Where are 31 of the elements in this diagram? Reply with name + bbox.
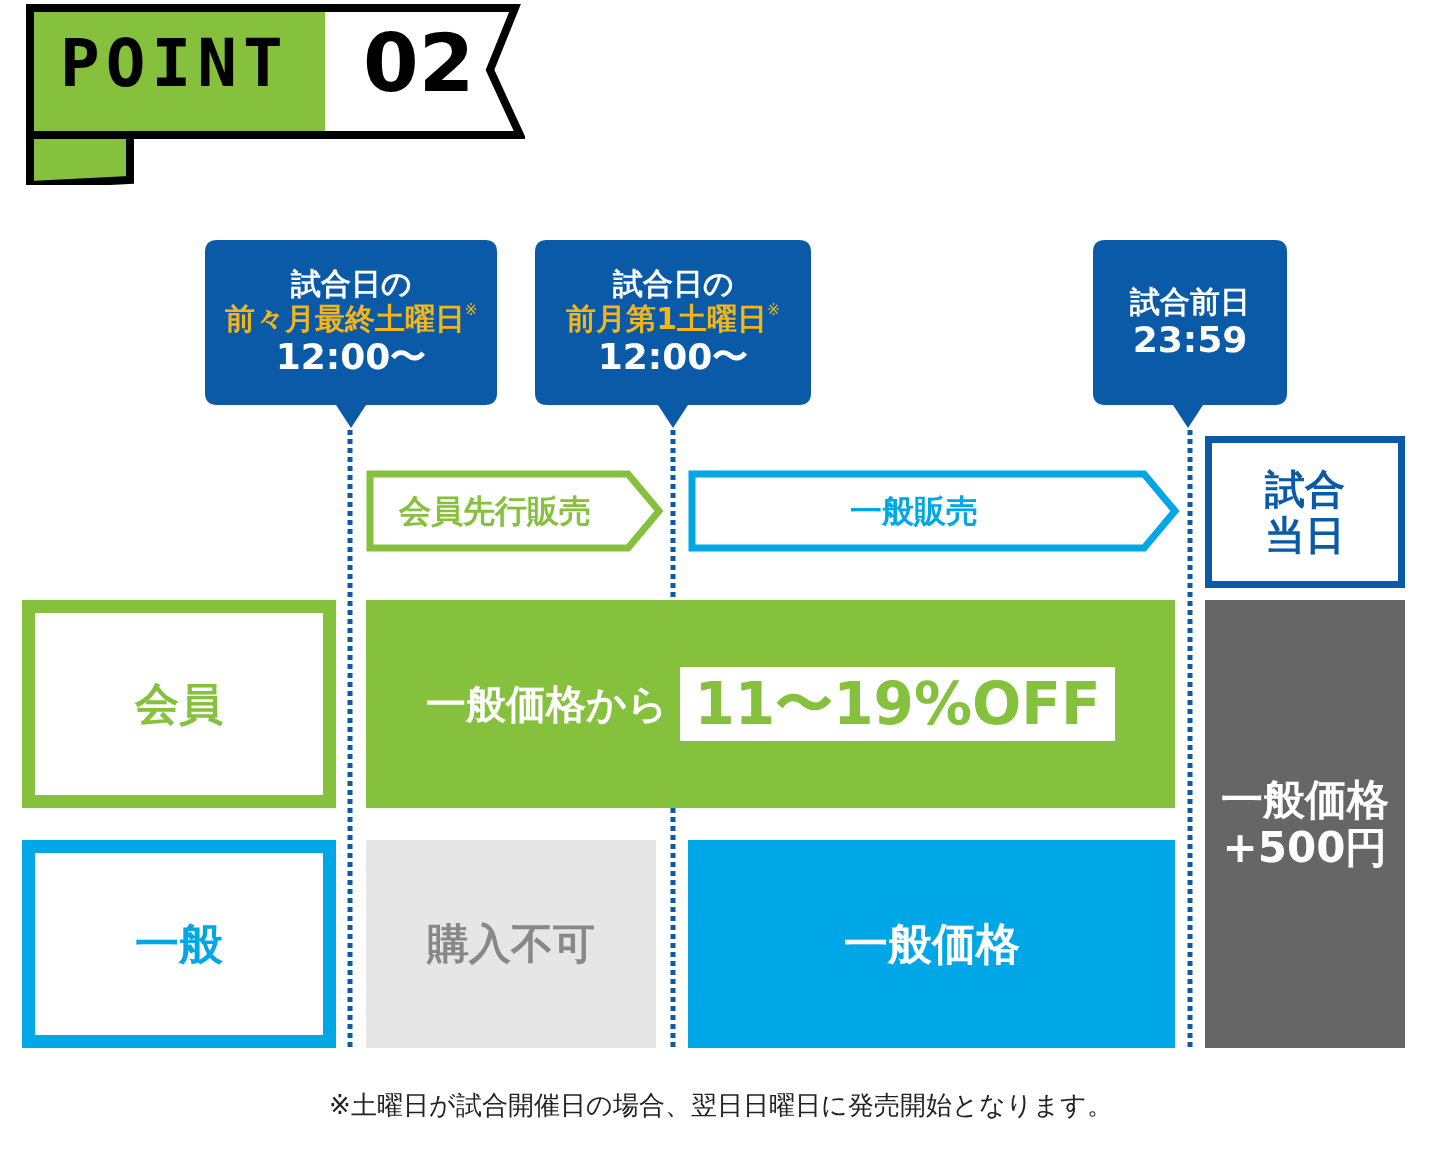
- footnote: ※土曜日が試合開催日の場合、翌日日曜日に発売開始となります。: [328, 1089, 1114, 1122]
- row-header-box: [22, 840, 336, 1048]
- row-label: 会員: [135, 678, 223, 730]
- period-label: 一般販売: [850, 492, 978, 530]
- date-callout: [1093, 240, 1287, 430]
- price-text: 一般価格: [843, 918, 1020, 970]
- price-text: 購入不可: [427, 919, 595, 969]
- row-header-box: [22, 600, 336, 808]
- row-label: 一般: [135, 918, 223, 970]
- discount-price-bar: [366, 600, 1175, 808]
- callout-text: 試合前日: [1130, 284, 1250, 320]
- callout-text: 前月第1土曜日$^{※}$: [566, 301, 780, 337]
- callout-text: 試合日の: [612, 267, 734, 302]
- callout-text: 12:00〜: [597, 336, 749, 378]
- period-label: 会員先行販売: [399, 492, 591, 530]
- callout-text: 23:59: [1132, 319, 1248, 361]
- sales-period-banner: [366, 470, 664, 552]
- date-callout: [205, 240, 497, 430]
- callout-text: 前々月最終土曜日$^{※}$: [224, 301, 478, 337]
- callout-text: 12:00〜: [275, 336, 427, 378]
- row-label: 試合当日: [1263, 466, 1346, 558]
- price-cell: [688, 840, 1175, 1048]
- callout-text: 試合日の: [290, 267, 412, 302]
- price-text: 一般価格+500円: [1220, 775, 1390, 873]
- row-header-box: [1205, 436, 1405, 588]
- sales-period-banner: [688, 470, 1180, 552]
- price-cell: [1205, 600, 1405, 1048]
- price-text: 一般価格から: [426, 681, 669, 727]
- discount-text: 11〜19%OFF: [680, 666, 1115, 742]
- date-callout: [535, 240, 811, 430]
- price-cell: [366, 840, 656, 1048]
